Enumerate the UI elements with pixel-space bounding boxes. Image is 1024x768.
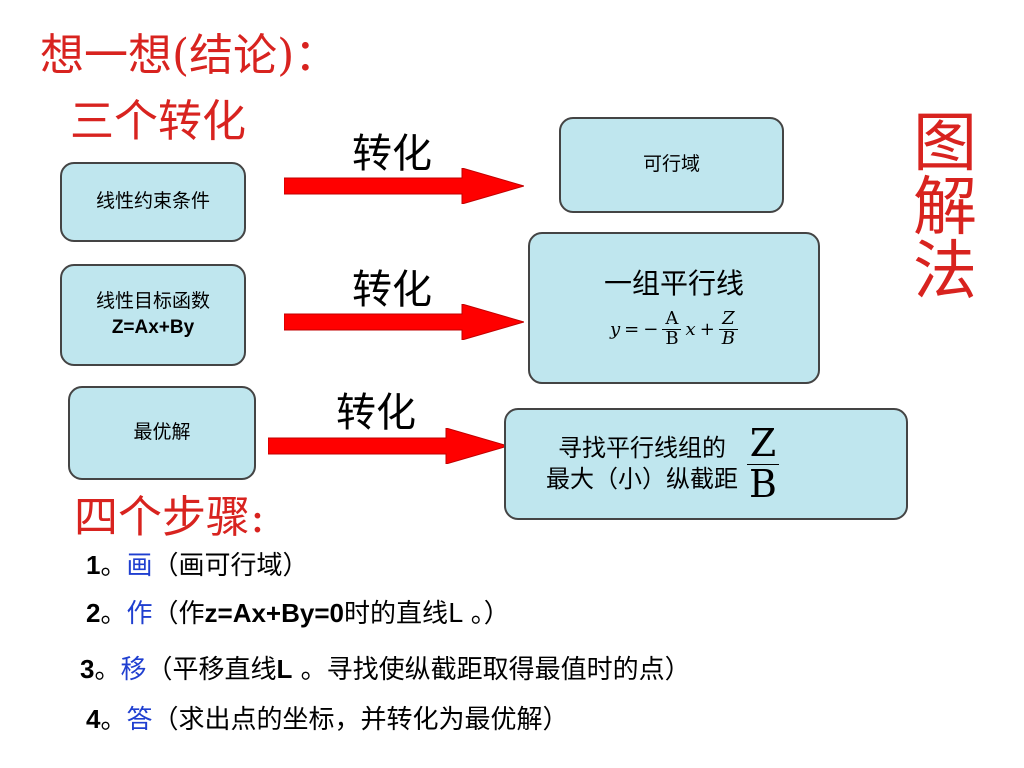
intercept-line-1: 寻找平行线组的: [558, 433, 726, 462]
slope-formula: y = − A B x + Z B: [610, 310, 738, 349]
page-title: 想一想(结论)：: [40, 30, 339, 81]
formula-fraction-a-b: A B: [662, 310, 682, 350]
box-objective-function: 线性目标函数 Z=Ax+By: [60, 264, 246, 366]
fraction-numerator: Z: [746, 423, 780, 465]
formula-fraction-z-b: Z B: [719, 310, 738, 349]
step-3: 3。移（平移直线L 。寻找使纵截距取得最值时的点）: [80, 656, 691, 683]
formula-eq: =: [624, 319, 640, 341]
arrow-label-2: 转化: [352, 267, 432, 313]
side-title: 图 解 法: [908, 112, 982, 304]
step-4: 4。答（求出点的坐标，并转化为最优解）: [86, 706, 569, 733]
step-sep: 。: [100, 599, 127, 629]
step-text: （作: [152, 599, 205, 629]
step-text: （求出点的坐标，并转化为最优解）: [152, 705, 569, 735]
intercept-line-2: 最大（小）纵截距: [546, 465, 738, 493]
box-max-intercept: 寻找平行线组的 最大（小）纵截距 Z B: [504, 408, 908, 520]
side-title-char: 图: [913, 107, 977, 181]
arrow-right-2: [284, 304, 524, 340]
step-formula: z=Ax+By=0: [204, 598, 344, 628]
side-title-char: 解: [913, 171, 977, 245]
box-linear-constraints: 线性约束条件: [60, 162, 246, 242]
box-label: 线性目标函数: [95, 290, 210, 313]
step-text-tail: 。寻找使纵截距取得最值时的点）: [292, 655, 691, 685]
box-label: 一组平行线: [603, 266, 744, 300]
formula-plus: +: [699, 319, 715, 341]
box-optimal-solution: 最优解: [68, 386, 256, 480]
step-sep: 。: [100, 705, 127, 735]
steps-title: 四个步骤:: [74, 492, 265, 543]
step-keyword: 作: [126, 599, 153, 629]
step-text: （画可行域）: [152, 551, 309, 581]
formula-minus: −: [643, 319, 659, 341]
formula-y: y: [609, 319, 621, 341]
arrow-label-1: 转化: [352, 131, 432, 177]
step-1: 1。画（画可行域）: [86, 552, 309, 579]
intercept-fraction-z-b: Z B: [746, 423, 780, 506]
fraction-numerator: Z: [719, 310, 738, 331]
fraction-denominator: B: [665, 328, 679, 350]
fraction-denominator: B: [749, 461, 777, 506]
step-number: 2: [86, 598, 101, 628]
box-label: 最优解: [133, 421, 191, 444]
step-keyword: 答: [126, 705, 153, 735]
fraction-numerator: A: [662, 310, 682, 331]
step-number: 1: [86, 550, 101, 580]
formula-x: x: [685, 319, 696, 341]
box-feasible-region: 可行域: [559, 117, 784, 213]
arrow-label-3: 转化: [336, 390, 416, 436]
box-parallel-lines: 一组平行线 y = − A B x + Z B: [528, 232, 820, 384]
step-line-name: L: [276, 654, 293, 684]
step-2: 2。作（作z=Ax+By=0时的直线L 。）: [86, 600, 510, 627]
step-number: 3: [80, 654, 95, 684]
step-text: （平移直线: [146, 655, 277, 685]
step-text-tail: 时的直线L 。）: [344, 599, 510, 629]
arrow-right-3: [268, 428, 508, 464]
arrow-right-1: [284, 168, 524, 204]
step-sep: 。: [94, 655, 121, 685]
step-number: 4: [86, 704, 101, 734]
step-keyword: 画: [126, 551, 153, 581]
box-label: 线性约束条件: [95, 190, 210, 213]
box-label: 可行域: [642, 153, 700, 176]
step-sep: 。: [100, 551, 127, 581]
step-keyword: 移: [120, 655, 147, 685]
fraction-denominator: B: [721, 328, 736, 350]
intercept-text: 寻找平行线组的 最大（小）纵截距: [546, 433, 738, 495]
page-subtitle: 三个转化: [70, 96, 246, 147]
objective-formula: Z=Ax+By: [111, 317, 195, 338]
side-title-char: 法: [913, 235, 977, 309]
